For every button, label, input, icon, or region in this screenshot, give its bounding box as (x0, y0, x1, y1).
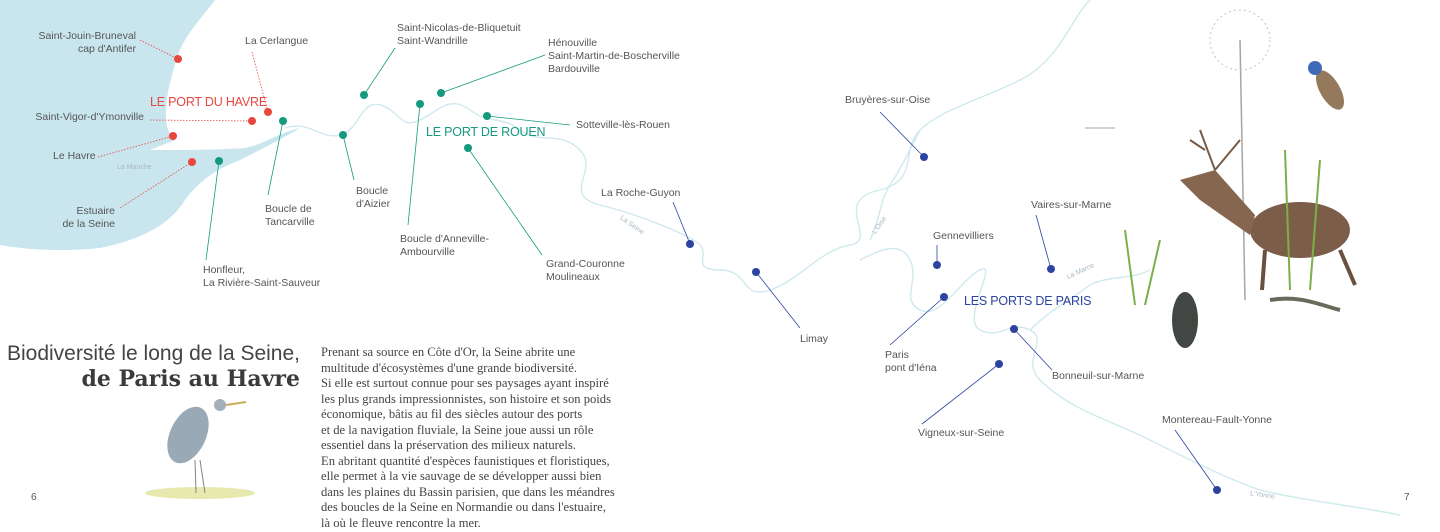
label-saint-vigor: Saint-Vigor-d'Ymonville (35, 111, 144, 123)
intro-paragraph: Prenant sa source en Côte d'Or, la Seine… (321, 345, 615, 530)
heron-body (167, 406, 209, 464)
wildlife-illustration (145, 9, 1357, 499)
label-sotteville: Sotteville-lès-Rouen (576, 119, 670, 131)
port-label-havre: LE PORT DU HAVRE (150, 95, 267, 109)
marker-honfleur[interactable] (215, 157, 223, 165)
marker-paris-iena[interactable] (940, 293, 948, 301)
label-le-havre: Le Havre (53, 150, 96, 162)
marker-le-havre[interactable] (169, 132, 177, 140)
sea-area (0, 0, 300, 251)
marker-bruyeres[interactable] (920, 153, 928, 161)
label-montereau: Montereau-Fault-Yonne (1162, 414, 1272, 426)
label-vigneux: Vigneux-sur-Seine (918, 427, 1005, 439)
water-label-manche: La Manche (117, 164, 152, 171)
marker-roche-guyon[interactable] (686, 240, 694, 248)
marker-montereau[interactable] (1213, 486, 1221, 494)
marker-vigneux[interactable] (995, 360, 1003, 368)
marker-bliquetuit[interactable] (360, 91, 368, 99)
marker-grand-couronne[interactable] (464, 144, 472, 152)
label-anneville: Boucle d'Anneville-Ambourville (400, 233, 489, 258)
marker-saint-jouin[interactable] (174, 55, 182, 63)
label-limay: Limay (800, 333, 829, 345)
marker-vaires[interactable] (1047, 265, 1055, 273)
page-number-right: 7 (1404, 492, 1410, 503)
heading-line-2: de Paris au Havre (81, 366, 300, 392)
marker-anneville[interactable] (416, 100, 424, 108)
marker-sotteville[interactable] (483, 112, 491, 120)
page-number-left: 6 (31, 492, 37, 503)
marker-estuaire[interactable] (188, 158, 196, 166)
marker-la-cerlangue[interactable] (264, 108, 272, 116)
river-seine (284, 0, 1401, 516)
marker-henouville[interactable] (437, 89, 445, 97)
label-honfleur: Honfleur,La Rivière-Saint-Sauveur (203, 264, 321, 289)
marker-tancarville[interactable] (279, 117, 287, 125)
label-bonneuil: Bonneuil-sur-Marne (1052, 370, 1145, 382)
marker-saint-vigor[interactable] (248, 117, 256, 125)
marker-aizier[interactable] (339, 131, 347, 139)
label-gennevilliers: Gennevilliers (933, 230, 994, 242)
label-vaires: Vaires-sur-Marne (1031, 199, 1112, 211)
port-label-rouen: LE PORT DE ROUEN (426, 125, 546, 139)
label-roche-guyon: La Roche-Guyon (601, 187, 681, 199)
marker-bonneuil[interactable] (1010, 325, 1018, 333)
leader-lines (97, 39, 1218, 491)
heading-line-1: Biodiversité le long de la Seine, (6, 342, 300, 365)
port-label-paris: LES PORTS DE PARIS (964, 294, 1092, 308)
deer-body (1250, 202, 1350, 258)
marker-limay[interactable] (752, 268, 760, 276)
label-bruyeres: Bruyères-sur-Oise (845, 94, 931, 106)
marker-gennevilliers[interactable] (933, 261, 941, 269)
label-la-cerlangue: La Cerlangue (245, 35, 309, 47)
